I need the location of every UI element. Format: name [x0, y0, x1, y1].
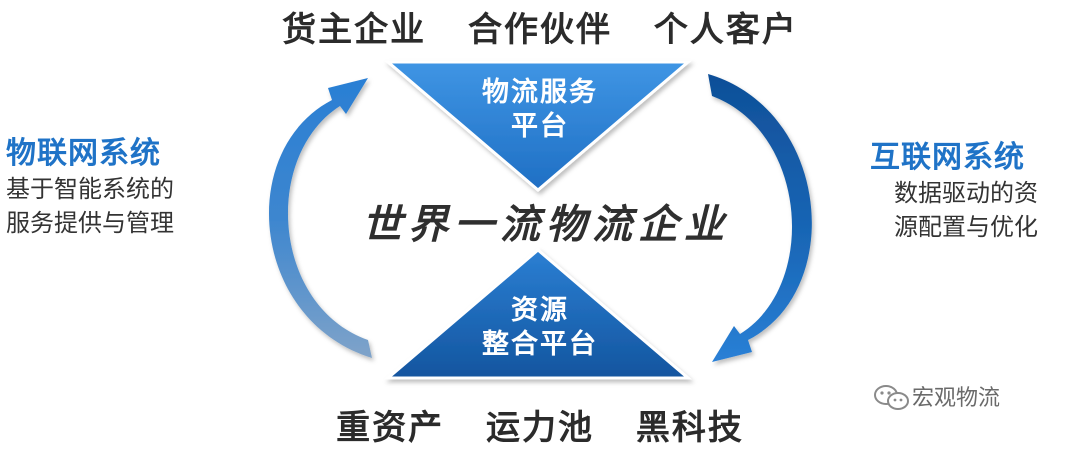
bottom-platform-triangle — [383, 248, 693, 380]
left-system-desc-line: 服务提供与管理 — [6, 209, 174, 237]
top-parties: 货主企业 合作伙伴 个人客户 — [0, 2, 1080, 51]
left-system-title: 物联网系统 — [6, 136, 161, 171]
bottom-assets: 重资产 运力池 黑科技 — [0, 400, 1080, 449]
core-title: 世界一流物流企业 — [362, 202, 730, 248]
top-platform-line: 物流服务 — [482, 77, 598, 108]
right-system-block: 互联网系统 数据驱动的资 源配置与优化 — [870, 132, 1070, 244]
asset-label: 重资产 — [336, 408, 445, 448]
watermark-icon-spacer — [866, 382, 906, 410]
right-system-title: 互联网系统 — [870, 140, 1025, 175]
left-system-desc-line: 基于智能系统的 — [6, 175, 174, 203]
bottom-platform-line: 整合平台 — [482, 329, 598, 360]
party-label: 合作伙伴 — [468, 10, 612, 50]
party-label: 个人客户 — [653, 10, 798, 50]
bottom-platform-label: 资源 整合平台 — [430, 294, 650, 362]
right-cycle-arrow — [708, 74, 812, 362]
right-system-desc-line: 数据驱动的资 — [894, 179, 1038, 207]
wechat-icon — [874, 385, 909, 410]
asset-label: 运力池 — [486, 408, 594, 448]
top-platform-triangle — [383, 60, 693, 192]
top-platform-line: 平台 — [511, 111, 569, 142]
top-platform-label: 物流服务 平台 — [430, 76, 650, 144]
left-system-block: 物联网系统 基于智能系统的 服务提供与管理 — [6, 128, 206, 240]
asset-label: 黑科技 — [635, 408, 744, 448]
watermark-text: 宏观物流 — [912, 386, 1001, 411]
party-label: 货主企业 — [282, 10, 427, 50]
left-system-desc: 基于智能系统的 服务提供与管理 — [6, 172, 206, 240]
watermark: 宏观物流 — [866, 380, 1000, 412]
right-system-desc: 数据驱动的资 源配置与优化 — [870, 176, 1070, 244]
right-system-desc-line: 源配置与优化 — [894, 213, 1038, 241]
bottom-platform-line: 资源 — [511, 295, 569, 326]
left-cycle-arrow — [268, 78, 372, 358]
